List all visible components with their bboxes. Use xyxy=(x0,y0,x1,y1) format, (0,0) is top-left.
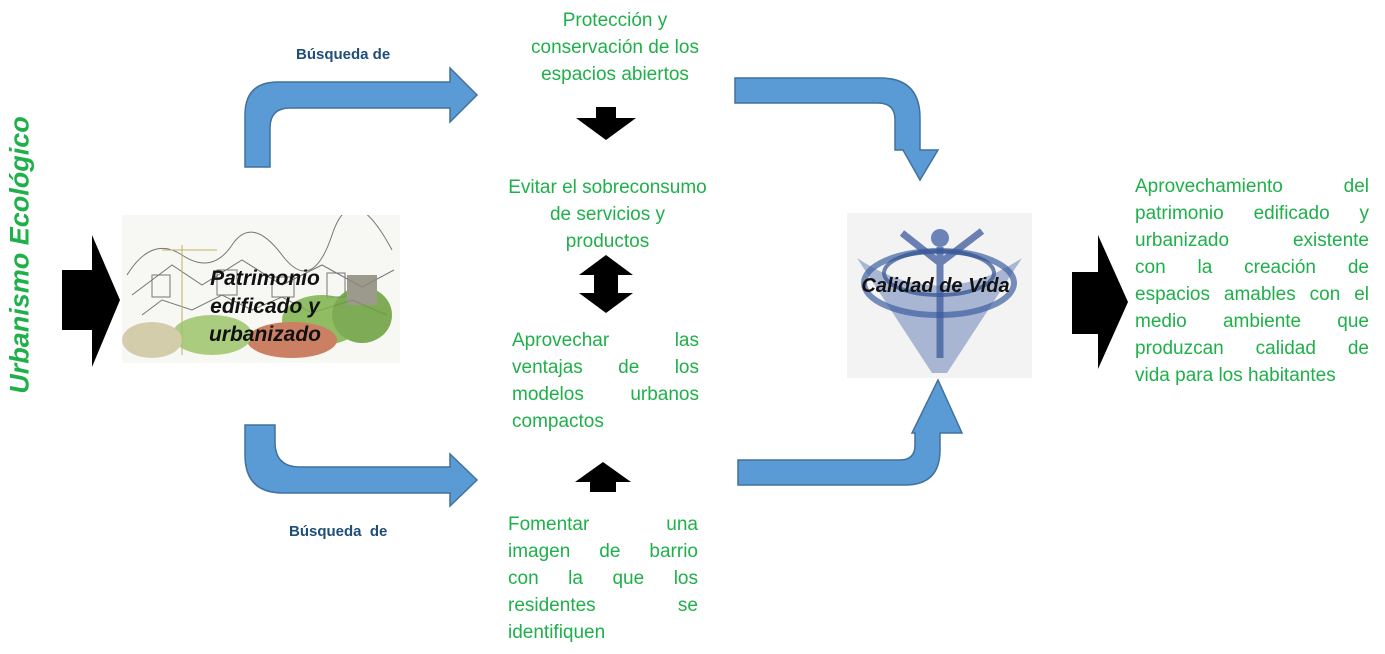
caption-line-1: Patrimonio xyxy=(210,267,320,290)
aprovechar-line-4: compactos xyxy=(512,411,604,432)
aprovechar-line-2: ventajas de los xyxy=(512,357,699,378)
input-arrow xyxy=(62,235,120,367)
fomentar-line-5: identifiquen xyxy=(508,622,606,643)
resultado-line-2: patrimonio edificado y xyxy=(1135,203,1369,224)
evitar-line-2: de servicios y xyxy=(549,204,666,225)
resultado-line-4: con la creación de xyxy=(1135,257,1369,278)
resultado-box: Aprovechamiento del patrimonio edificado… xyxy=(1135,173,1369,389)
curved-arrow-bottom-right xyxy=(737,378,964,486)
patrimonio-caption: Patrimonio edificado y urbanizado xyxy=(175,265,355,349)
resultado-line-3: urbanizado existente xyxy=(1135,230,1369,251)
caption-line-2: edificado y xyxy=(210,295,320,318)
aprovechar-box: Aprovechar las ventajas de los modelos u… xyxy=(512,327,699,435)
fomentar-box: Fomentar una imagen de barrio con la que… xyxy=(508,511,698,646)
proteccion-box: Protección y conservación de los espacio… xyxy=(500,7,730,88)
curved-arrow-bottom-left xyxy=(244,424,479,508)
sketch-drawing xyxy=(122,215,395,358)
down-arrow xyxy=(576,107,636,140)
resultado-line-6: medio ambiente que xyxy=(1135,311,1369,332)
fomentar-line-4: residentes se xyxy=(508,595,698,616)
resultado-line-1: Aprovechamiento del xyxy=(1135,176,1369,197)
evitar-line-3: productos xyxy=(565,231,650,252)
aprovechar-line-3: modelos urbanos xyxy=(512,384,699,405)
calidad-figure xyxy=(857,228,1022,373)
calidad-de-vida-label: Calidad de Vida xyxy=(861,275,1010,297)
patrimonio-sketch-image xyxy=(122,215,400,363)
fomentar-line-1: Fomentar una xyxy=(508,514,698,535)
proteccion-line-2: conservación de los xyxy=(531,37,699,58)
fomentar-line-2: imagen de barrio xyxy=(508,541,698,562)
calidad-de-vida-image xyxy=(847,213,1032,378)
fomentar-line-3: con la que los xyxy=(508,568,698,589)
curved-arrow-top-right xyxy=(734,77,940,182)
double-arrow xyxy=(579,255,633,313)
proteccion-line-1: Protección y xyxy=(562,10,668,31)
caption-line-3: urbanizado xyxy=(208,323,321,346)
up-arrow xyxy=(575,462,631,492)
resultado-line-7: produzcan calidad de xyxy=(1135,338,1369,359)
evitar-line-1: Evitar el sobreconsumo xyxy=(508,177,707,198)
evitar-box: Evitar el sobreconsumo de servicios y pr… xyxy=(475,174,740,255)
busqueda-top-label: Búsqueda de xyxy=(296,46,391,63)
busqueda-bottom-label: Búsqueda de xyxy=(289,523,388,540)
aprovechar-line-1: Aprovechar las xyxy=(512,330,699,351)
resultado-line-5: espacios amables con el xyxy=(1135,284,1369,305)
curved-arrow-top-left xyxy=(244,66,479,168)
resultado-line-8: vida para los habitantes xyxy=(1135,365,1336,386)
output-arrow xyxy=(1072,235,1128,369)
proteccion-line-3: espacios abiertos xyxy=(541,64,689,85)
